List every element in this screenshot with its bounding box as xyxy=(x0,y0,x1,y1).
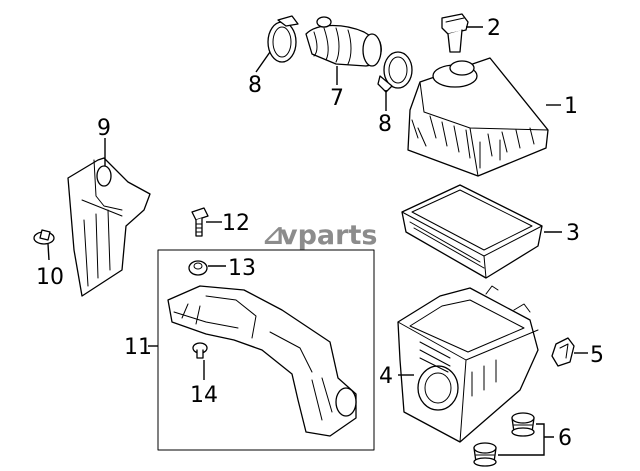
callout-9[interactable]: 9 xyxy=(97,116,111,141)
inlet-duct-frame xyxy=(157,249,375,451)
callout-4[interactable]: 4 xyxy=(379,364,393,389)
bolt-icon[interactable] xyxy=(191,207,209,237)
callout-13[interactable]: 13 xyxy=(228,256,256,281)
callout-14[interactable]: 14 xyxy=(190,383,218,408)
retaining-clip-icon[interactable] xyxy=(551,337,575,367)
callout-8-left[interactable]: 8 xyxy=(248,73,262,98)
intake-hose-icon[interactable] xyxy=(305,16,382,67)
callout-7[interactable]: 7 xyxy=(330,86,344,111)
air-cleaner-cover-icon[interactable] xyxy=(407,57,549,177)
callout-10[interactable]: 10 xyxy=(36,265,64,290)
mass-airflow-sensor-icon[interactable] xyxy=(441,13,469,53)
watermark-text: vparts xyxy=(280,220,377,251)
push-pin-icon[interactable] xyxy=(192,342,208,359)
callout-8-right[interactable]: 8 xyxy=(378,112,392,137)
push-pin-icon[interactable] xyxy=(33,229,55,245)
air-duct-bracket-icon[interactable] xyxy=(67,157,151,297)
callout-11[interactable]: 11 xyxy=(124,335,152,360)
callout-5[interactable]: 5 xyxy=(590,343,604,368)
callout-12[interactable]: 12 xyxy=(222,211,250,236)
leader-lines xyxy=(47,26,588,456)
callout-2[interactable]: 2 xyxy=(487,16,501,41)
callout-3[interactable]: 3 xyxy=(566,221,580,246)
rubber-grommet-icon[interactable] xyxy=(473,442,497,467)
hose-clamp-icon[interactable] xyxy=(377,51,413,93)
watermark: ⊿ vparts xyxy=(262,220,377,251)
callout-6[interactable]: 6 xyxy=(558,426,572,451)
inlet-duct-icon[interactable] xyxy=(167,285,357,437)
watermark-logo-mark: ⊿ xyxy=(262,220,285,251)
air-filter-element-icon[interactable] xyxy=(401,184,543,279)
air-cleaner-housing-icon[interactable] xyxy=(397,285,539,443)
callout-labels: 1 2 3 4 5 6 7 8 8 9 10 11 12 13 14 xyxy=(36,16,604,451)
grommet-icon[interactable] xyxy=(188,260,208,276)
callout-1[interactable]: 1 xyxy=(564,94,578,119)
rubber-grommet-icon[interactable] xyxy=(511,412,535,437)
hose-clamp-icon[interactable] xyxy=(267,15,299,63)
